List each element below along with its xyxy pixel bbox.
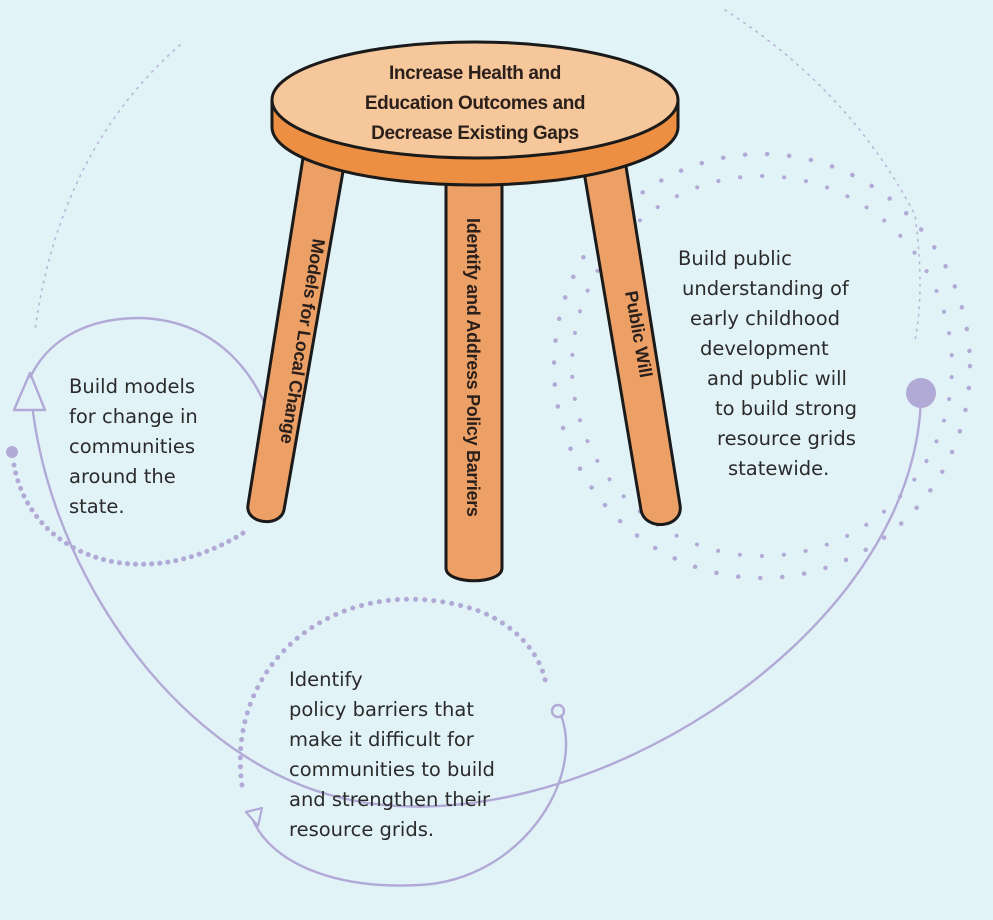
- description-line: Build models: [69, 375, 196, 398]
- seat-title-line-2: Education Outcomes and: [365, 93, 585, 114]
- description-line: development: [700, 337, 829, 360]
- cycle-curve-main: [28, 379, 923, 808]
- dotted-arc-local-change: [11, 462, 251, 567]
- faint-guide-arc-left: [34, 44, 181, 331]
- cycle-curve-policy-barriers: [251, 714, 568, 887]
- seat-title-line-1: Increase Health and: [389, 63, 561, 84]
- seat-title-line-3: Decrease Existing Gaps: [371, 123, 579, 144]
- dotted-ring-public-will-outer: [551, 151, 973, 581]
- leg-center-shape: [444, 163, 504, 583]
- stool-seat: Increase Health and Education Outcomes a…: [270, 40, 680, 187]
- seat-top: [270, 40, 680, 160]
- description-line: resource grids.: [289, 818, 435, 841]
- description-line: policy barriers that: [289, 698, 475, 721]
- cycle-ring-node: [550, 703, 566, 719]
- description-line: early childhood: [690, 307, 841, 330]
- description-policy-barriers: Identify policy barriers that make it di…: [289, 665, 495, 845]
- leg-center: [444, 163, 504, 583]
- description-line: make it difficult for: [289, 728, 474, 751]
- cycle-dot-right: [906, 378, 936, 408]
- description-line: and strengthen their: [289, 788, 491, 811]
- description-line: state.: [69, 495, 125, 518]
- description-line: resource grids: [717, 427, 856, 450]
- dotted-arc-policy-barriers: [237, 596, 549, 788]
- description-line: and public will: [707, 367, 847, 390]
- description-line: around the: [69, 465, 176, 488]
- cycle-dot-left: [6, 446, 18, 458]
- description-line: communities to build: [289, 758, 495, 781]
- cycle-arrow-left: [12, 371, 47, 412]
- description-line: statewide.: [728, 457, 830, 480]
- description-line: to build strong: [715, 397, 857, 420]
- faint-guide-arc-right: [724, 9, 921, 341]
- description-line: for change in: [69, 405, 198, 428]
- cycle-arrow-bottom: [244, 806, 264, 828]
- cycle-curve-local-change: [28, 316, 270, 413]
- description-public-will: Build public understanding of early chil…: [678, 244, 857, 484]
- description-line: communities: [69, 435, 195, 458]
- stool-legs: [246, 151, 682, 583]
- leg-label-center: Identify and Address Policy Barriers: [463, 218, 483, 517]
- description-line: understanding of: [682, 277, 849, 300]
- dotted-ring-public-will-inner: [570, 174, 954, 558]
- description-local-change: Build models for change in communities a…: [69, 372, 198, 522]
- description-line: Build public: [678, 247, 792, 270]
- description-line: Identify: [289, 668, 363, 691]
